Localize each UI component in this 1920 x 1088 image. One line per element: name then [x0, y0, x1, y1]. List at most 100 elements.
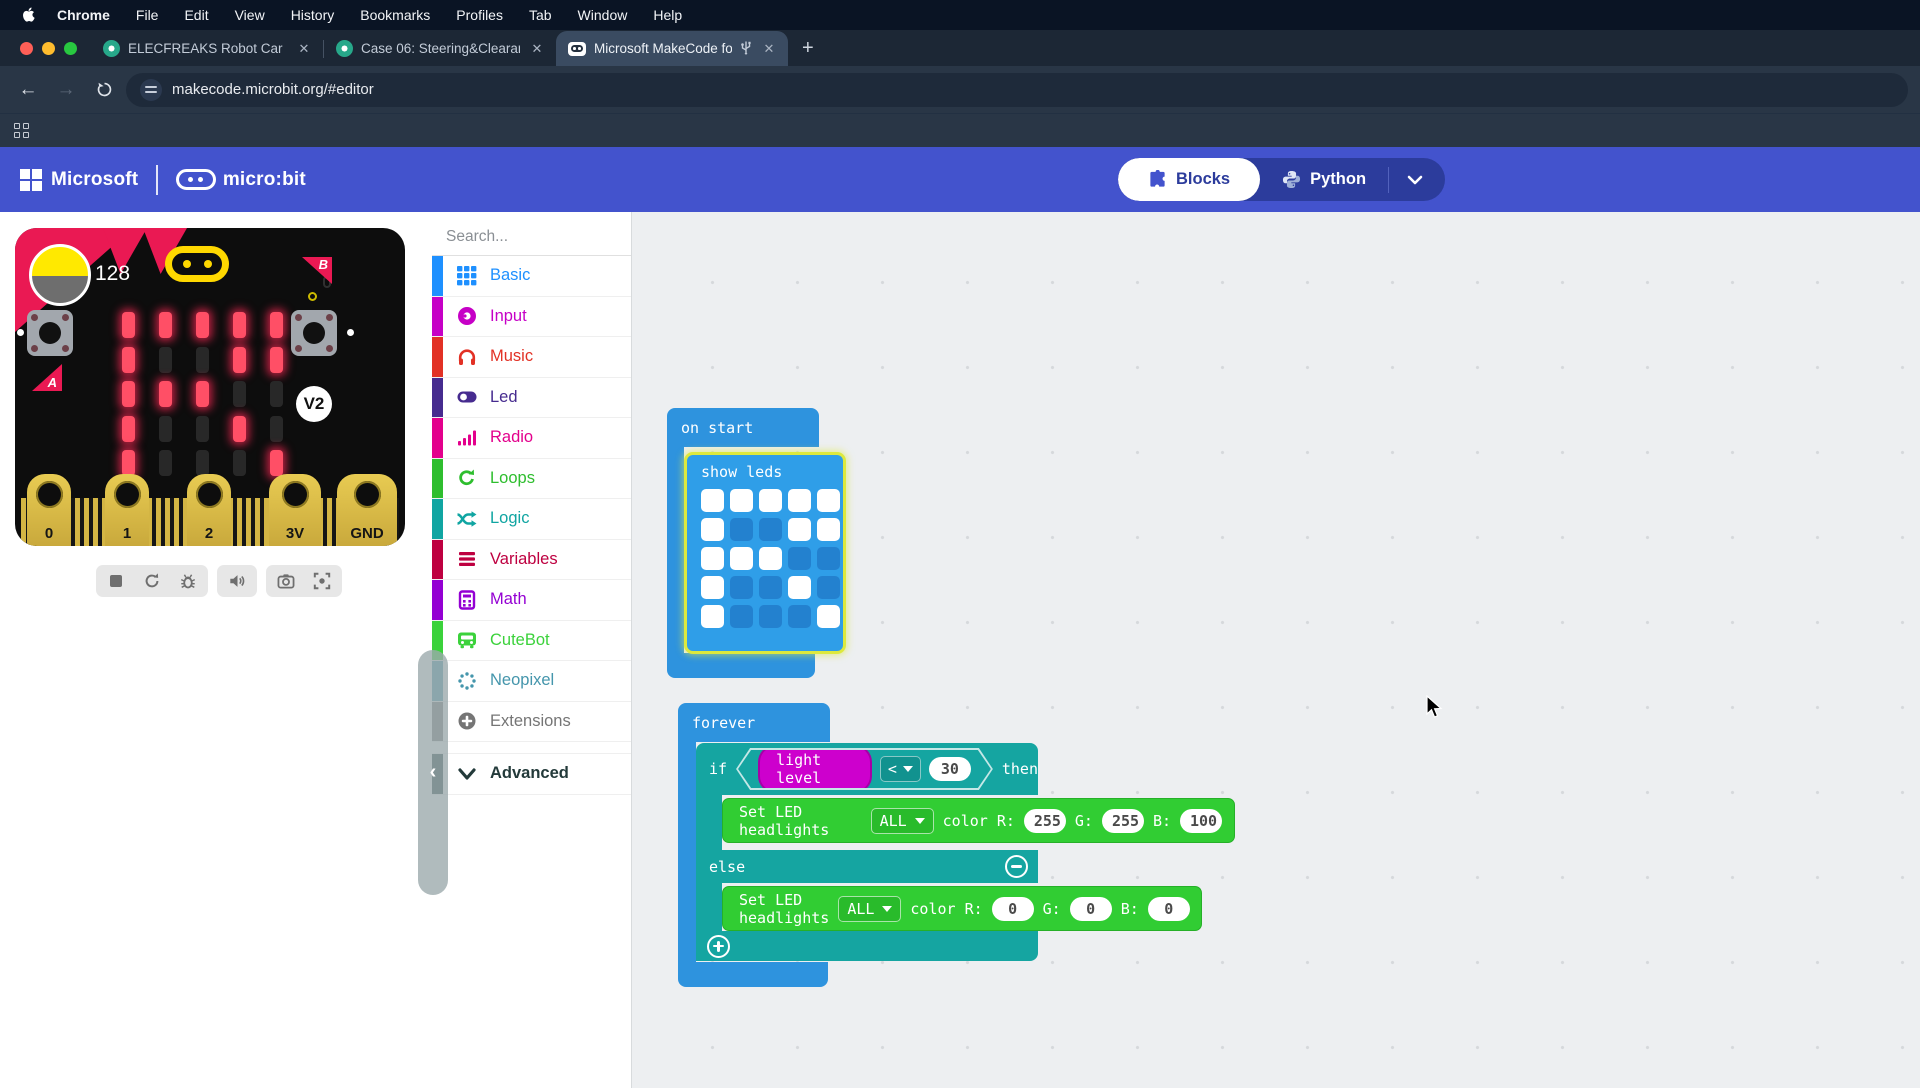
pin-2[interactable]: 2 [187, 474, 231, 546]
b-value[interactable]: 0 [1147, 896, 1190, 921]
led-toggle-cell[interactable] [788, 576, 811, 599]
language-dropdown-button[interactable] [1389, 158, 1441, 201]
toolbox-category-advanced[interactable]: Advanced [432, 754, 631, 795]
add-else-branch-button[interactable] [707, 934, 730, 958]
screenshot-button[interactable] [276, 571, 296, 591]
r-value[interactable]: 0 [991, 896, 1034, 921]
menu-file[interactable]: File [135, 7, 159, 23]
volume-button[interactable] [227, 571, 247, 591]
led-toggle-cell[interactable] [730, 518, 753, 541]
apple-menu-icon[interactable] [14, 6, 44, 24]
python-toggle-button[interactable]: Python [1260, 158, 1388, 201]
restart-button[interactable] [142, 571, 162, 591]
light-level-dial[interactable] [29, 244, 91, 306]
remove-else-button[interactable] [1005, 855, 1028, 878]
toolbox-category-extensions[interactable]: Extensions [432, 701, 631, 742]
led-toggle-cell[interactable] [730, 576, 753, 599]
led-toggle-cell[interactable] [730, 605, 753, 628]
microbit-touch-logo[interactable] [165, 246, 229, 282]
led-toggle-cell[interactable] [759, 605, 782, 628]
pin-3v[interactable]: 3V [269, 474, 321, 546]
led-toggle-cell[interactable] [788, 547, 811, 570]
site-settings-icon[interactable] [140, 78, 162, 101]
menu-history[interactable]: History [290, 7, 335, 23]
pin-1[interactable]: 1 [105, 474, 149, 546]
toolbox-category-neopixel[interactable]: Neopixel [432, 661, 631, 702]
tab-case06[interactable]: Case 06: Steering&Clearance ✕ [324, 31, 556, 66]
menu-tab[interactable]: Tab [528, 7, 552, 23]
set-led-headlights-on-block[interactable]: Set LED headlights ALL color R: 255 G: 2… [722, 798, 1235, 843]
zoom-window-button[interactable] [64, 41, 77, 55]
led-toggle-cell[interactable] [817, 576, 840, 599]
toolbox-category-radio[interactable]: Radio [432, 418, 631, 459]
led-toggle-cell[interactable] [759, 518, 782, 541]
led-toggle-cell[interactable] [788, 605, 811, 628]
toolbox-category-variables[interactable]: Variables [432, 539, 631, 580]
menu-edit[interactable]: Edit [184, 7, 209, 23]
led-toggle-cell[interactable] [730, 547, 753, 570]
led-toggle-cell[interactable] [817, 489, 840, 512]
b-value[interactable]: 100 [1180, 808, 1222, 833]
button-a[interactable] [27, 310, 73, 356]
headlight-selector-dropdown[interactable]: ALL [838, 895, 902, 922]
menu-view[interactable]: View [234, 7, 265, 23]
stop-button[interactable] [106, 571, 126, 591]
menu-chrome[interactable]: Chrome [57, 7, 110, 23]
apps-grid-icon[interactable] [14, 122, 30, 139]
blocks-toggle-button[interactable]: Blocks [1118, 158, 1261, 201]
menu-window[interactable]: Window [577, 7, 628, 23]
light-level-block[interactable]: light level [758, 745, 872, 793]
led-toggle-cell[interactable] [817, 605, 840, 628]
led-toggle-cell[interactable] [701, 547, 724, 570]
menu-bookmarks[interactable]: Bookmarks [360, 7, 431, 23]
g-value[interactable]: 0 [1069, 896, 1112, 921]
minimize-window-button[interactable] [42, 41, 55, 55]
tab-close-icon[interactable]: ✕ [763, 40, 775, 56]
toolbox-category-logic[interactable]: Logic [432, 499, 631, 540]
tab-close-icon[interactable]: ✕ [298, 40, 310, 56]
pin-gnd[interactable]: GND [337, 474, 397, 546]
toolbox-category-music[interactable]: Music [432, 337, 631, 378]
fullscreen-button[interactable] [312, 571, 332, 591]
tab-elecfreaks[interactable]: ELECFREAKS Robot Car | Ma ✕ [91, 31, 323, 66]
toolbox-category-input[interactable]: Input [432, 296, 631, 337]
led-toggle-cell[interactable] [701, 576, 724, 599]
show-leds-block[interactable]: show leds [687, 455, 843, 651]
led-toggle-cell[interactable] [788, 489, 811, 512]
if-block[interactable]: if light level < 30 then [696, 743, 1038, 795]
g-value[interactable]: 255 [1101, 808, 1144, 833]
toolbox-category-basic[interactable]: Basic [432, 256, 631, 297]
toolbox-category-cutebot[interactable]: CuteBot [432, 620, 631, 661]
tab-makecode-active[interactable]: Microsoft MakeCode for m ✕ [556, 31, 788, 66]
toolbox-category-loops[interactable]: Loops [432, 458, 631, 499]
led-toggle-cell[interactable] [817, 518, 840, 541]
on-start-block[interactable]: on start [667, 408, 819, 447]
new-tab-button[interactable]: + [802, 37, 814, 59]
led-toggle-cell[interactable] [759, 547, 782, 570]
toolbox-category-led[interactable]: Led [432, 377, 631, 418]
threshold-value[interactable]: 30 [929, 757, 971, 781]
led-toggle-cell[interactable] [759, 576, 782, 599]
r-value[interactable]: 255 [1023, 808, 1066, 833]
menu-help[interactable]: Help [653, 7, 683, 23]
back-button[interactable]: ← [18, 78, 38, 100]
menu-profiles[interactable]: Profiles [456, 7, 503, 23]
headlight-selector-dropdown[interactable]: ALL [870, 807, 934, 834]
led-toggle-cell[interactable] [730, 489, 753, 512]
operator-dropdown[interactable]: < [880, 756, 921, 782]
reload-button[interactable] [88, 74, 120, 106]
forever-block[interactable]: forever [678, 703, 830, 742]
led-toggle-cell[interactable] [701, 605, 724, 628]
led-toggle-cell[interactable] [788, 518, 811, 541]
set-led-headlights-off-block[interactable]: Set LED headlights ALL color R: 0 G: 0 B… [722, 886, 1202, 931]
tab-close-icon[interactable]: ✕ [531, 40, 543, 56]
address-bar[interactable]: makecode.microbit.org/#editor [126, 72, 1908, 107]
search-input[interactable] [446, 227, 646, 246]
led-toggle-cell[interactable] [701, 518, 724, 541]
pin-0[interactable]: 0 [27, 474, 71, 546]
show-leds-grid[interactable] [701, 489, 843, 628]
forward-button[interactable]: → [56, 78, 76, 100]
button-b[interactable] [291, 310, 337, 356]
debug-button[interactable] [178, 571, 198, 591]
led-toggle-cell[interactable] [817, 547, 840, 570]
